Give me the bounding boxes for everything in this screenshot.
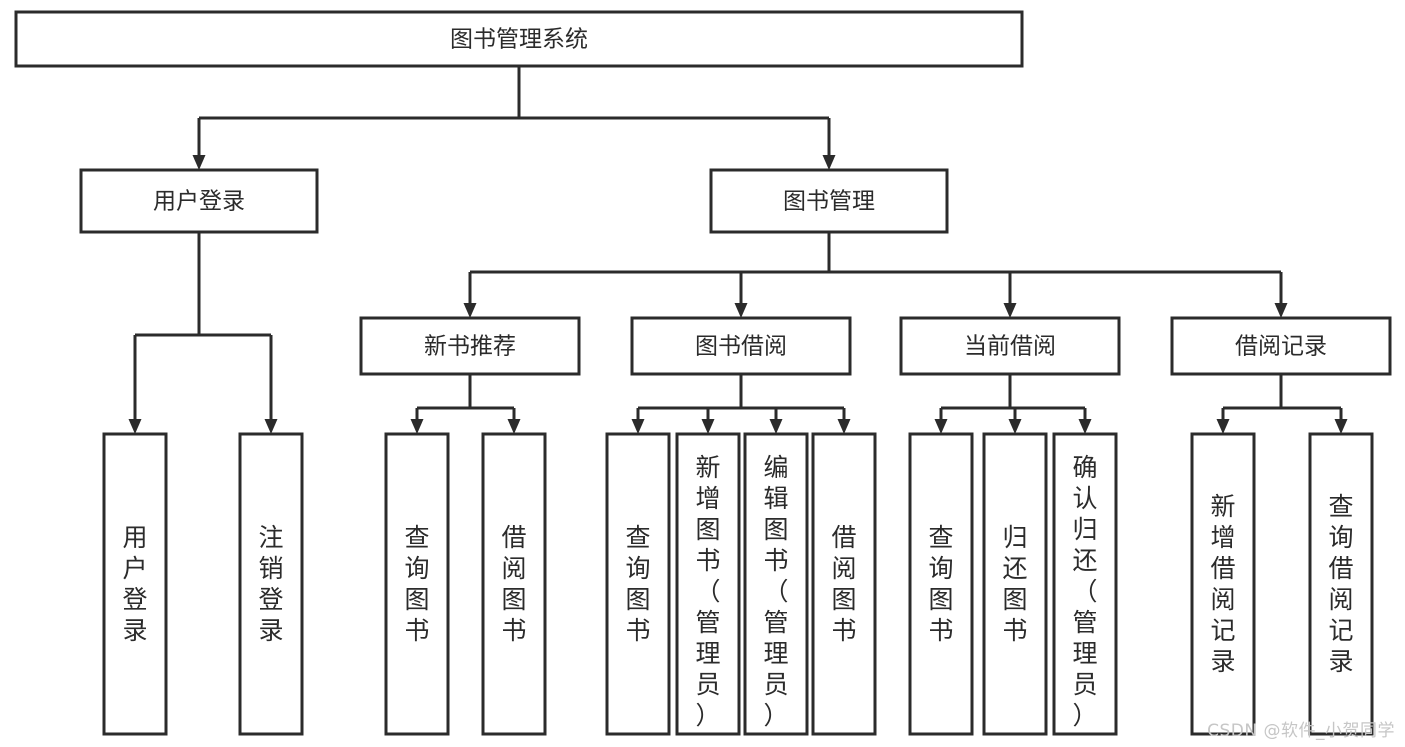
node-leaf-12[interactable]: 查询借阅记录 <box>1308 432 1374 736</box>
leaf-label: 注销登录 <box>258 523 283 645</box>
leaf-label: 新增图书（管理员） <box>695 453 720 730</box>
arrow-head <box>1334 419 1348 434</box>
leaf-label: 查询借阅记录 <box>1328 492 1353 676</box>
node-rect <box>238 432 304 736</box>
connectors-layer <box>128 66 1348 434</box>
arrow-head <box>934 419 948 434</box>
arrow-head <box>264 419 278 434</box>
node-level3-3[interactable]: 借阅记录 <box>1170 316 1392 376</box>
node-rect <box>743 432 809 736</box>
node-leaf-5[interactable]: 新增图书（管理员） <box>675 432 741 736</box>
arrow-head <box>1003 303 1017 318</box>
node-level3-2[interactable]: 当前借阅 <box>899 316 1121 376</box>
csdn-watermark: CSDN @软件_小贺同学 <box>1207 721 1395 741</box>
arrow-head <box>1078 419 1092 434</box>
arrow-head <box>128 419 142 434</box>
leaf-label: 查询图书 <box>928 523 953 645</box>
arrow-head <box>822 155 836 170</box>
arrow-head <box>734 303 748 318</box>
node-rect <box>908 432 974 736</box>
node-rect <box>811 432 877 736</box>
nodes-layer: 图书管理系统用户登录图书管理新书推荐图书借阅当前借阅借阅记录用户登录注销登录查询… <box>14 10 1392 736</box>
arrow-head <box>837 419 851 434</box>
node-rect <box>481 432 547 736</box>
leaf-label: 查询图书 <box>625 523 650 645</box>
node-rect <box>630 316 852 376</box>
node-label: 当前借阅 <box>964 334 1056 360</box>
node-rect <box>675 432 741 736</box>
node-label: 图书管理 <box>783 189 875 215</box>
arrow-head <box>1274 303 1288 318</box>
node-root-system[interactable]: 图书管理系统 <box>14 10 1024 68</box>
node-rect <box>359 316 581 376</box>
leaf-label: 归还图书 <box>1002 523 1027 645</box>
node-rect <box>14 10 1024 68</box>
node-leaf-2[interactable]: 查询图书 <box>384 432 450 736</box>
node-rect <box>605 432 671 736</box>
node-label: 图书管理系统 <box>450 27 588 53</box>
node-leaf-6[interactable]: 编辑图书（管理员） <box>743 432 809 736</box>
leaf-label: 借阅图书 <box>831 523 856 645</box>
node-leaf-3[interactable]: 借阅图书 <box>481 432 547 736</box>
node-level2-1[interactable]: 图书管理 <box>709 168 949 234</box>
node-leaf-7[interactable]: 借阅图书 <box>811 432 877 736</box>
leaf-label: 编辑图书（管理员） <box>763 453 788 730</box>
node-rect <box>899 316 1121 376</box>
node-label: 图书借阅 <box>695 334 787 360</box>
node-leaf-10[interactable]: 确认归还（管理员） <box>1052 432 1118 736</box>
arrow-head <box>1216 419 1230 434</box>
leaf-label: 用户登录 <box>122 523 147 645</box>
node-rect <box>1190 432 1256 736</box>
node-leaf-0[interactable]: 用户登录 <box>102 432 168 736</box>
arrow-head <box>701 419 715 434</box>
arrow-head <box>507 419 521 434</box>
leaf-label: 确认归还（管理员） <box>1072 453 1097 730</box>
node-leaf-11[interactable]: 新增借阅记录 <box>1190 432 1256 736</box>
node-level3-1[interactable]: 图书借阅 <box>630 316 852 376</box>
leaf-label: 新增借阅记录 <box>1210 492 1235 676</box>
node-label: 新书推荐 <box>424 334 516 360</box>
arrow-head <box>1008 419 1022 434</box>
arrow-head <box>463 303 477 318</box>
arrow-head <box>769 419 783 434</box>
leaf-label: 借阅图书 <box>501 523 526 645</box>
node-rect <box>982 432 1048 736</box>
leaf-label: 查询图书 <box>404 523 429 645</box>
node-rect <box>1170 316 1392 376</box>
node-rect <box>384 432 450 736</box>
arrow-head <box>192 155 206 170</box>
node-rect <box>1308 432 1374 736</box>
arrow-head <box>631 419 645 434</box>
node-rect <box>709 168 949 234</box>
node-rect <box>79 168 319 234</box>
arrow-head <box>410 419 424 434</box>
node-level2-0[interactable]: 用户登录 <box>79 168 319 234</box>
node-label: 用户登录 <box>153 189 245 215</box>
node-leaf-4[interactable]: 查询图书 <box>605 432 671 736</box>
node-leaf-8[interactable]: 查询图书 <box>908 432 974 736</box>
node-rect <box>102 432 168 736</box>
node-rect <box>1052 432 1118 736</box>
node-leaf-1[interactable]: 注销登录 <box>238 432 304 736</box>
node-leaf-9[interactable]: 归还图书 <box>982 432 1048 736</box>
node-level3-0[interactable]: 新书推荐 <box>359 316 581 376</box>
node-label: 借阅记录 <box>1235 334 1327 360</box>
